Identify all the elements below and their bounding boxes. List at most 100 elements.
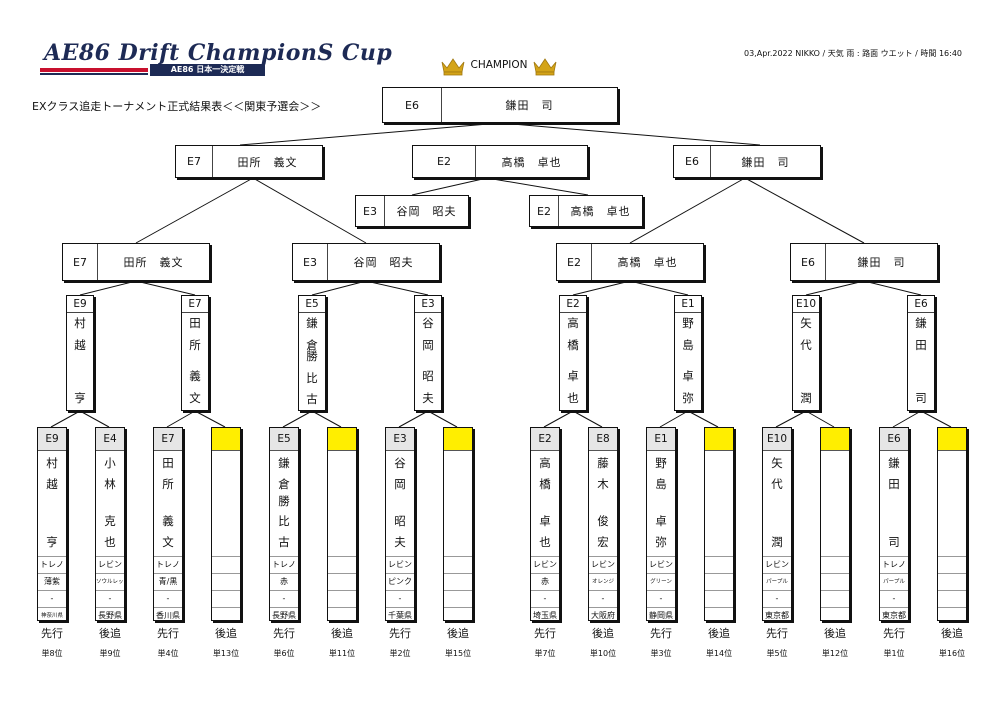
car-color (705, 573, 733, 590)
driver-name-vertical: 野島卓弥 (647, 457, 675, 548)
car-model (328, 556, 356, 573)
logo-navy-stripe (40, 73, 148, 75)
driver-name-vertical: 藤木俊宏 (589, 457, 617, 548)
driver-name-vertical: 矢代潤 (763, 456, 791, 548)
name-char: 卓 (539, 514, 551, 528)
entry-code: E5 (299, 296, 325, 313)
name-char: 古 (306, 392, 318, 406)
name-char: 橋 (567, 337, 579, 352)
separator (444, 590, 472, 607)
run-order-label: 先行 (534, 627, 556, 640)
empty-slot-marker (938, 428, 966, 451)
name-char: 代 (771, 476, 783, 491)
solo-rank: 単14位 (705, 649, 733, 658)
name-char: 比 (278, 514, 290, 528)
separator (212, 590, 240, 607)
solo-rank: 単12位 (821, 649, 849, 658)
car-color (938, 573, 966, 590)
entry-code: E7 (154, 428, 182, 451)
name-char: 島 (655, 476, 667, 491)
entry-code: E10 (763, 428, 791, 451)
run-order-label: 後追 (447, 627, 469, 640)
entry-code: E1 (675, 296, 701, 313)
name-char: 矢 (771, 456, 783, 470)
run-order-label: 先行 (650, 627, 672, 640)
driver-name: 田所 義文 (123, 256, 184, 269)
name-char: 也 (567, 390, 579, 405)
entry-code: E2 (530, 196, 559, 226)
car-model: レビン (647, 556, 675, 573)
name-char: 田 (888, 476, 900, 491)
entry-code: E2 (531, 428, 559, 451)
separator (328, 590, 356, 607)
prefecture: 千葉県 (386, 607, 414, 624)
car-model: トレノ (154, 556, 182, 573)
entry-code: E2 (413, 146, 476, 177)
car-color: パープル (880, 573, 908, 590)
run-order-label: 後追 (941, 627, 963, 640)
empty-entry-card (211, 427, 241, 621)
solo-rank: 単16位 (938, 649, 966, 658)
final-box: E6 鎌田 司 (673, 145, 821, 178)
entry-code: E7 (182, 296, 208, 313)
name-char: 谷 (422, 316, 434, 330)
driver-name: 高橋 卓也 (570, 205, 631, 218)
separator: - (270, 590, 298, 607)
car-color: ピンク (386, 573, 414, 590)
separator (938, 590, 966, 607)
solo-rank: 単2位 (389, 649, 411, 658)
separator: - (531, 590, 559, 607)
run-order-label: 後追 (708, 627, 730, 640)
empty-slot-marker (328, 428, 356, 451)
driver-name-vertical: 谷岡昭夫 (386, 457, 414, 548)
name-char: 潤 (800, 390, 812, 405)
name-char: 義 (162, 514, 174, 528)
entry-code: E9 (67, 296, 93, 313)
solo-rank: 単8位 (41, 649, 63, 658)
empty-slot-marker (705, 428, 733, 451)
name-char: 田 (915, 337, 927, 352)
car-color: 青/黒 (154, 573, 182, 590)
solo-rank: 単1位 (883, 649, 905, 658)
entry-code: E6 (383, 88, 442, 122)
entry-code: E7 (176, 146, 213, 177)
separator (821, 590, 849, 607)
name-char: 卓 (655, 514, 667, 528)
run-order-label: 先行 (157, 627, 179, 640)
name-char: 鎌 (888, 456, 900, 470)
name-char: 司 (888, 534, 900, 549)
driver-name-vertical: 高橋卓也 (531, 457, 559, 548)
car-model (444, 556, 472, 573)
prefecture: 静岡県 (647, 607, 675, 624)
car-model (821, 556, 849, 573)
name-char: 野 (682, 316, 694, 330)
champion-label: CHAMPION (470, 59, 528, 71)
car-model: レビン (589, 556, 617, 573)
driver-name-vertical: 鎌倉勝比古 (299, 317, 325, 406)
driver-name: 高橋 卓也 (501, 155, 562, 169)
driver-name-vertical (444, 458, 472, 548)
driver-name: 谷岡 昭夫 (396, 205, 457, 218)
car-color (821, 573, 849, 590)
car-model: トレノ (38, 556, 66, 573)
run-order-label: 後追 (215, 627, 237, 640)
semi-box: E3 谷岡 昭夫 (292, 243, 440, 281)
car-color: グリーン (647, 573, 675, 590)
car-color: オレンジ (589, 573, 617, 590)
driver-name-vertical: 谷岡昭夫 (415, 316, 441, 404)
driver-name: 鎌田 司 (505, 99, 554, 112)
run-order-label: 後追 (592, 627, 614, 640)
separator: - (38, 590, 66, 607)
crown-icon (441, 58, 465, 76)
name-char: 鎌 (915, 316, 927, 330)
prefecture (705, 607, 733, 624)
separator: - (96, 590, 124, 607)
semi-box: E7 田所 義文 (62, 243, 210, 281)
prefecture (212, 607, 240, 624)
